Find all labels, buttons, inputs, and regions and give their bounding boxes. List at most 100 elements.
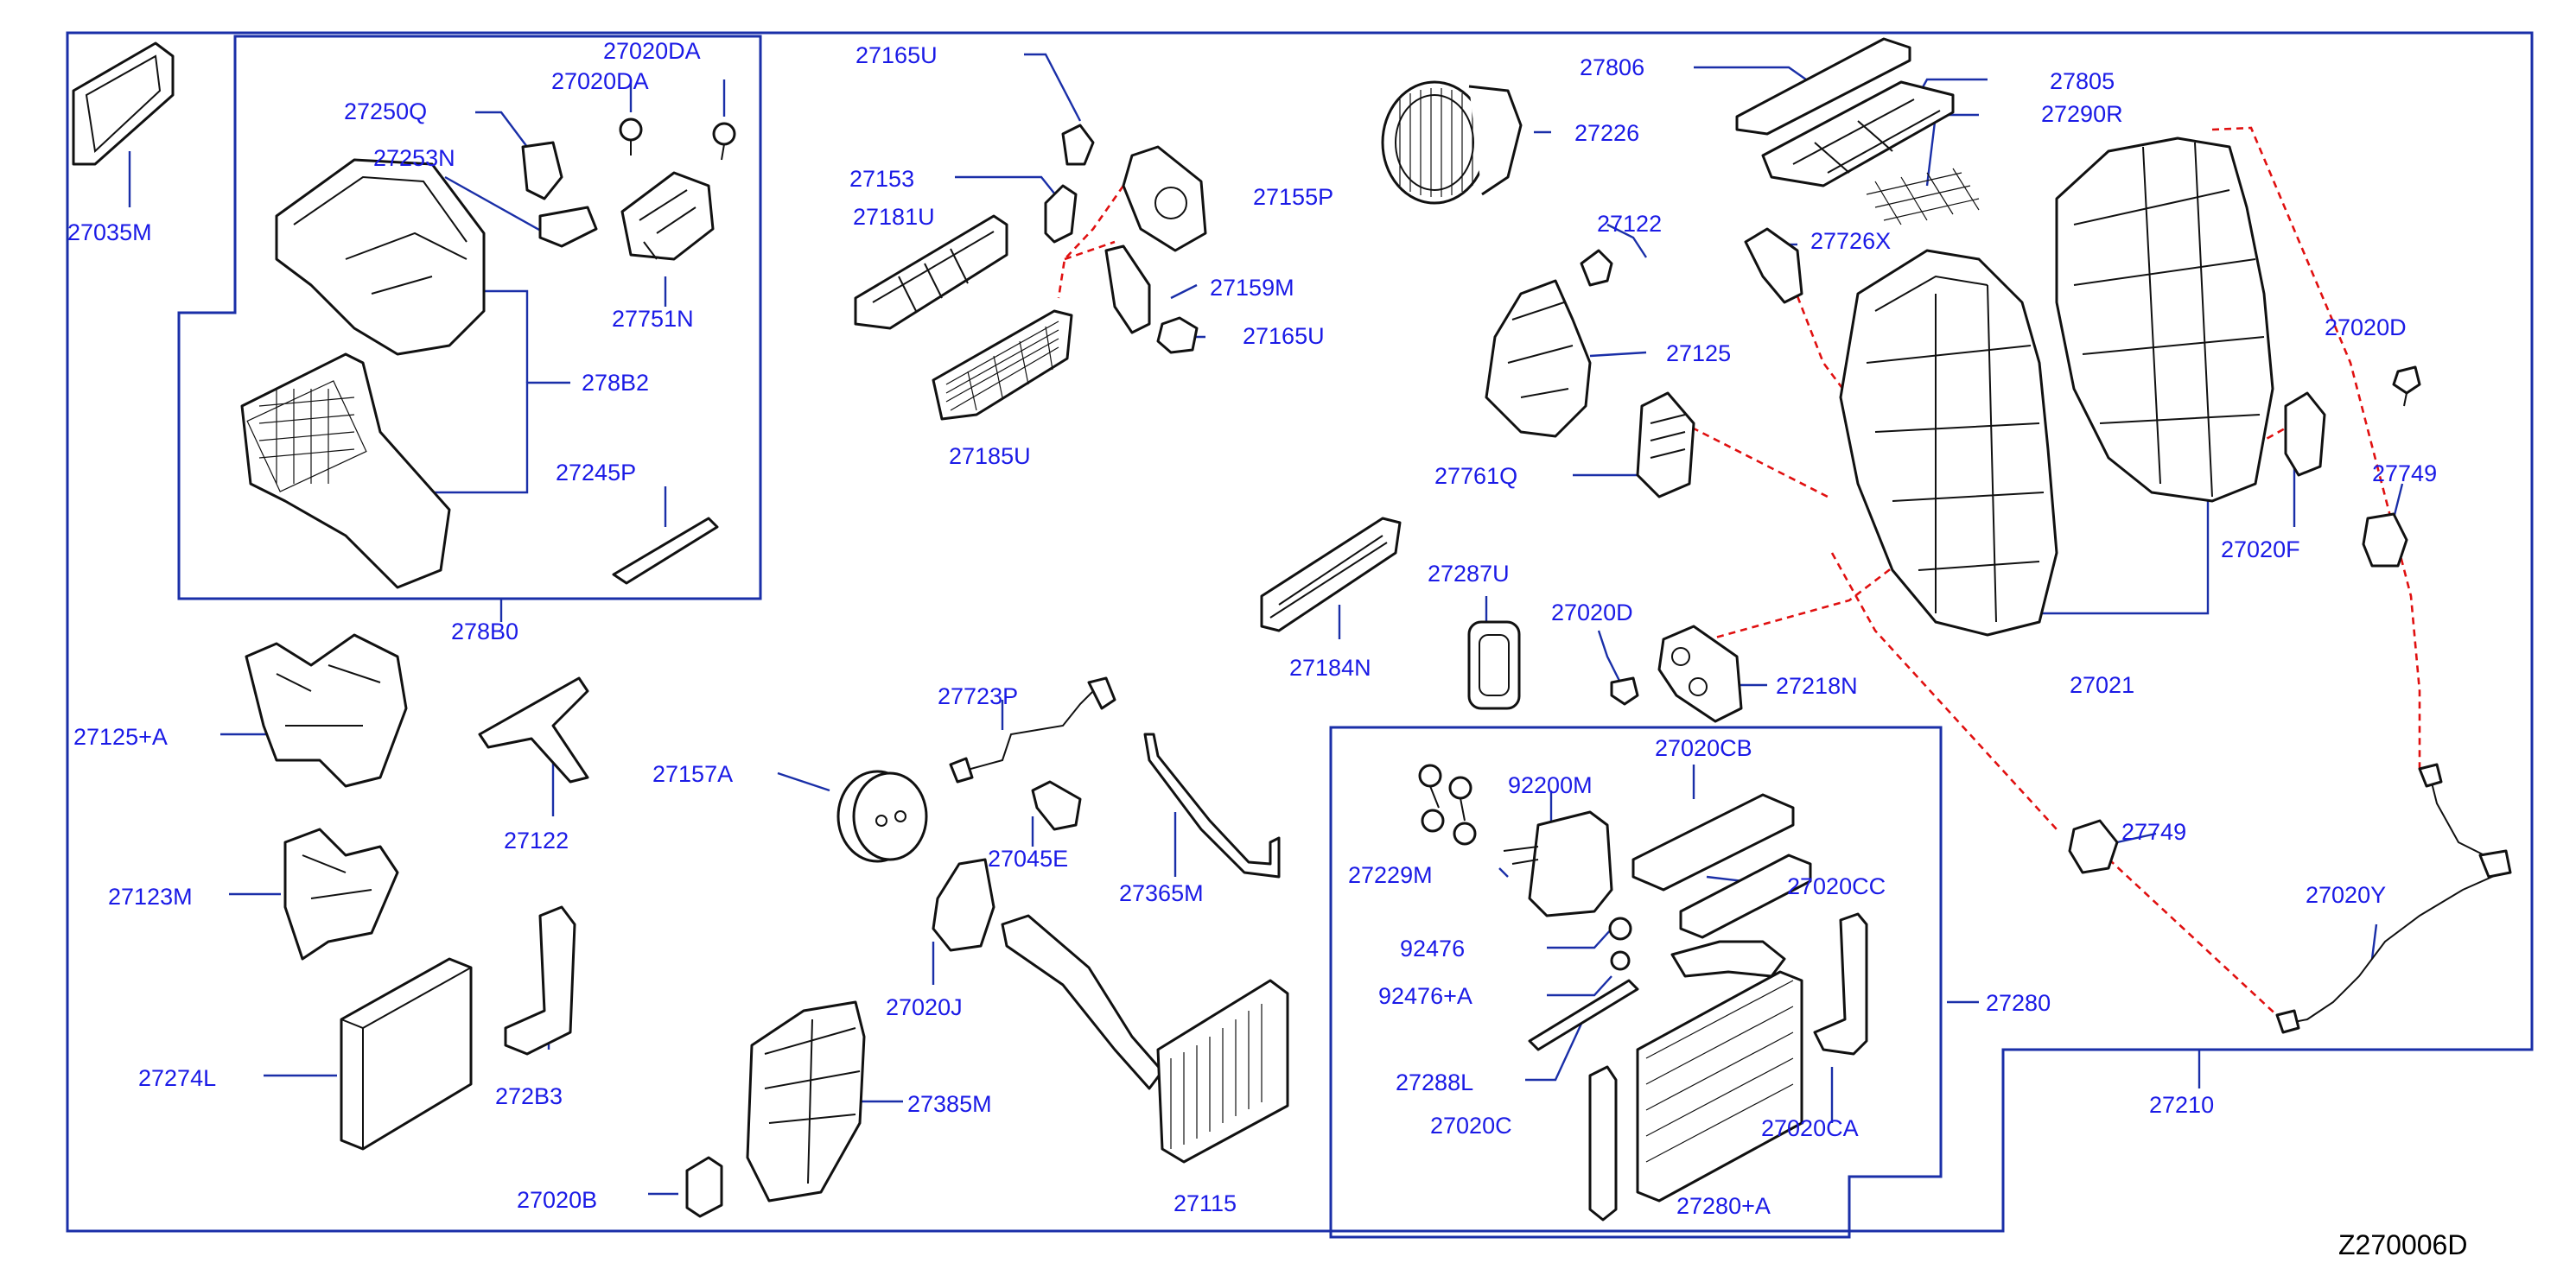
label-27035M: 27035M (67, 219, 152, 245)
label-27280A: 27280+A (1676, 1193, 1771, 1219)
label-27761Q: 27761Q (1434, 463, 1517, 489)
parts (72, 37, 2512, 1222)
label-27751N: 27751N (612, 306, 694, 332)
label-27181U: 27181U (853, 204, 935, 230)
label-27020DA-1: 27020DA (603, 38, 701, 64)
actuators-27153-27155P (1044, 124, 1207, 354)
label-27385M: 27385M (907, 1091, 992, 1117)
label-27020CA: 27020CA (1761, 1115, 1859, 1141)
dash-27749-lower-pipe (2099, 850, 2282, 1020)
label-27122-1: 27122 (1597, 211, 1662, 237)
label-27253N: 27253N (373, 145, 455, 171)
label-27020D-1: 27020D (2325, 314, 2407, 340)
callout-box-27280 (1329, 726, 1943, 1239)
dash-27218N-case (1693, 530, 1941, 645)
screws-27020DA (619, 117, 736, 161)
label-27250Q: 27250Q (344, 98, 427, 124)
label-27020B: 27020B (517, 1187, 597, 1213)
label-27045E: 27045E (988, 846, 1068, 872)
label-27218N: 27218N (1776, 673, 1858, 699)
evaporator-27280A (1636, 940, 1803, 1203)
callout-box-278B0 (177, 35, 762, 600)
valve-group-27229M (1418, 764, 1632, 971)
label-27165U-1: 27165U (855, 42, 938, 68)
label-27021: 27021 (2070, 672, 2134, 698)
dash-case-27749-lower (1830, 552, 2058, 830)
label-27020CB: 27020CB (1655, 735, 1752, 761)
dash-27749-27020Y (2211, 126, 2421, 769)
clip-27045E (1031, 780, 1082, 831)
housing-27125 (1485, 279, 1592, 438)
label-27020D-2: 27020D (1551, 600, 1633, 625)
filter-27184N (1260, 517, 1402, 632)
connector-27726X (1744, 227, 1803, 304)
label-27723P: 27723P (938, 683, 1018, 709)
diagram-code: Z270006D (2338, 1229, 2467, 1260)
mesh-27290R (1866, 168, 1980, 225)
label-27123M: 27123M (108, 884, 193, 910)
connection-dashes (1057, 126, 2421, 1020)
dash-27726X-case (1791, 284, 1851, 398)
label-27125: 27125 (1666, 340, 1731, 366)
label-27290R: 27290R (2041, 101, 2123, 127)
label-27155P: 27155P (1253, 184, 1333, 210)
label-27245P: 27245P (556, 460, 636, 486)
bracket-27218N (1657, 625, 1743, 723)
screw-27020D-lower (1610, 676, 1639, 706)
grommet-27287U (1467, 620, 1521, 710)
housing-27385M (746, 1000, 866, 1203)
block-27274L (340, 957, 473, 1151)
clip-27122-lower (478, 676, 589, 784)
label-27229M: 27229M (1348, 862, 1433, 888)
label-27125A: 27125+A (73, 724, 168, 750)
pipe-27365M (1143, 733, 1281, 879)
duct-assembly-278B2 (240, 158, 486, 589)
filter-27181U (854, 214, 1008, 330)
strip-27020C (1588, 1065, 1618, 1222)
filter-27806 (1735, 37, 1911, 136)
seal-ring-27035M (72, 41, 175, 166)
label-27157A: 27157A (652, 761, 733, 787)
label-27115: 27115 (1174, 1190, 1237, 1216)
label-27806: 27806 (1580, 54, 1644, 80)
label-27287U: 27287U (1428, 561, 1510, 587)
bracket-272B3 (504, 905, 576, 1056)
dash-27155P-27181U (1057, 185, 1125, 299)
label-27020C: 27020C (1430, 1113, 1512, 1139)
label-92476A: 92476+A (1378, 983, 1472, 1009)
housing-27125A (245, 633, 408, 788)
label-27210: 27210 (2149, 1092, 2214, 1118)
sensor-27749-upper (2362, 512, 2408, 568)
harness-27020Y (2275, 763, 2512, 1034)
label-278B0: 278B0 (451, 619, 518, 644)
label-27749-2: 27749 (2121, 819, 2186, 845)
label-27020F: 27020F (2221, 536, 2300, 562)
outer-frame (66, 31, 2534, 1233)
clip-27122 (1580, 249, 1613, 287)
label-27749-1: 27749 (2372, 460, 2437, 486)
part-labels: 27035M 27250Q 27020DA 27020DA 27253N 277… (67, 38, 2437, 1219)
label-27020J: 27020J (886, 994, 963, 1020)
label-27184N: 27184N (1289, 655, 1371, 681)
label-27726X: 27726X (1810, 228, 1891, 254)
label-27365M: 27365M (1119, 880, 1204, 906)
heater-core-27115 (1001, 914, 1289, 1164)
blower-motor-27226 (1381, 80, 1523, 205)
harness-27723P (949, 676, 1116, 784)
clip-27020B (685, 1156, 723, 1218)
duct-27123M (283, 828, 399, 961)
label-278B2: 278B2 (582, 370, 649, 396)
label-27165U-2: 27165U (1243, 323, 1325, 349)
clip-27020F (2284, 391, 2326, 477)
dash-27155P-link (1064, 240, 1116, 261)
resistor-27761Q (1636, 391, 1695, 498)
sensor-27749-lower (2068, 819, 2119, 874)
label-27805: 27805 (2050, 68, 2115, 94)
pads-27020CB-27020CC (1631, 793, 1812, 939)
label-27226: 27226 (1574, 120, 1639, 146)
label-27274L: 27274L (138, 1065, 216, 1091)
wheel-27157A (836, 770, 928, 863)
frames (66, 31, 2534, 1239)
bracket-27020CA (1813, 912, 1868, 1056)
